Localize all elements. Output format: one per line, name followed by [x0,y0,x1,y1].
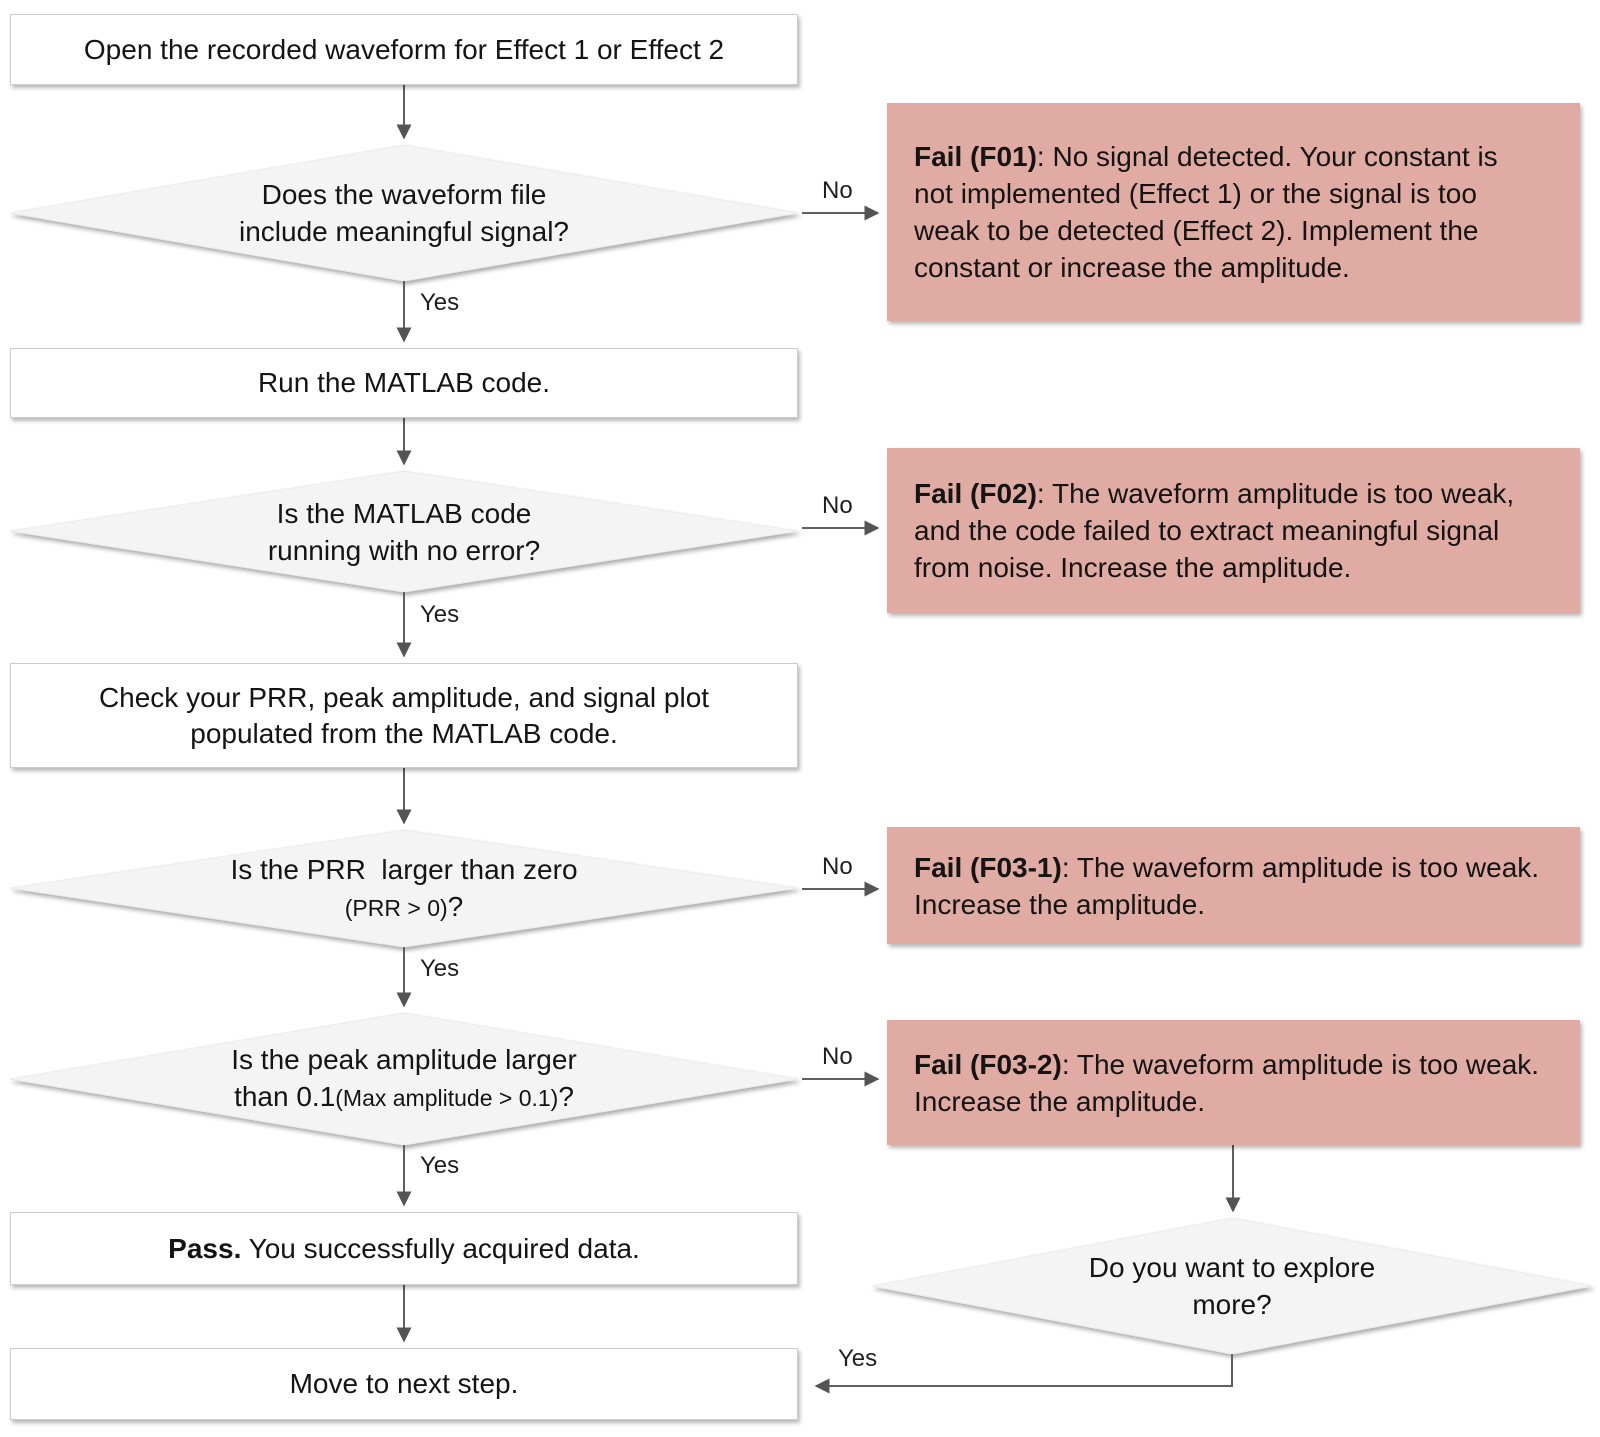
decision-explore-line1: Do you want to explore [1088,1252,1376,1283]
fail-box-f02-code: Fail (F02) [914,478,1037,509]
fail-box-f03-1-message: : The waveform amplitude is too weak. In… [914,851,1540,920]
decision-prr-line2: (PRR > 0)? [345,888,463,927]
decision-prr-qmark: ? [447,890,464,922]
decision-peak-qmark: ? [558,1081,574,1112]
edge-label-yes-prr: Yes [420,955,460,982]
fail-box-f03-1: Fail (F03-1): The waveform amplitude is … [887,827,1580,944]
decision-error-line2: running with no error? [267,534,541,566]
decision-prr-condition: (PRR > 0) [344,894,448,921]
decision-prr-line1: Is the PRR larger than zero [230,853,578,885]
node-start: Open the recorded waveform for Effect 1 … [10,14,798,85]
edge-label-no-error: No [822,492,853,519]
fail-box-f03-2-message: : The waveform amplitude is too weak. In… [914,1048,1540,1117]
node-move-next-label: Move to next step. [289,1368,519,1399]
edge-label-no-signal: No [822,177,853,204]
decision-explore-text: Do you want to explore more? [872,1218,1592,1354]
node-check-outputs: Check your PRR, peak amplitude, and sign… [10,663,798,768]
edge-label-no-peak: No [822,1043,853,1070]
decision-error-text: Is the MATLAB code running with no error… [10,471,798,592]
fail-box-f01-code: Fail (F01) [914,141,1037,172]
node-pass: Pass. You successfully acquired data. [10,1212,798,1285]
fail-box-f02-message: : The waveform amplitude is too weak, an… [914,478,1515,583]
decision-prr-text: Is the PRR larger than zero (PRR > 0)? [10,830,798,947]
fail-box-f01: Fail (F01): No signal detected. Your con… [887,103,1580,321]
node-check-outputs-line1: Check your PRR, peak amplitude, and sign… [98,681,710,713]
decision-peak-text: Is the peak amplitude larger than 0.1(Ma… [10,1013,798,1145]
edge-label-no-prr: No [822,853,853,880]
decision-peak-line1: Is the peak amplitude larger [231,1044,577,1075]
fail-box-f03-2-text: Fail (F03-2): The waveform amplitude is … [914,1046,1544,1120]
decision-peak-line2: than 0.1(Max amplitude > 0.1)? [234,1078,574,1117]
node-pass-label: Pass. You successfully acquired data. [168,1231,640,1267]
node-pass-bold: Pass. [168,1232,242,1264]
edge-label-yes-explore: Yes [838,1345,878,1372]
edge-label-yes-error: Yes [420,601,460,628]
edge-label-yes-signal: Yes [420,289,460,316]
decision-signal-line1: Does the waveform file [261,179,547,210]
edge-explore-yes-to-move [814,1354,1233,1394]
fail-box-f02-text: Fail (F02): The waveform amplitude is to… [914,475,1544,586]
decision-signal-line2: include meaningful signal? [239,216,569,247]
node-check-outputs-line2: populated from the MATLAB code. [190,717,618,749]
fail-box-f03-1-text: Fail (F03-1): The waveform amplitude is … [914,849,1544,923]
decision-peak-line2-prefix: than 0.1 [234,1081,336,1112]
node-pass-rest: You successfully acquired data. [241,1232,640,1264]
fail-box-f03-1-code: Fail (F03-1) [914,851,1062,883]
decision-peak-condition: (Max amplitude > 0.1) [335,1085,559,1111]
decision-error-line1: Is the MATLAB code [276,497,532,529]
node-run-matlab-label: Run the MATLAB code. [257,367,551,398]
decision-signal-text: Does the waveform file include meaningfu… [10,145,798,281]
node-start-label: Open the recorded waveform for Effect 1 … [83,33,725,65]
fail-box-f02: Fail (F02): The waveform amplitude is to… [887,448,1580,613]
fail-box-f03-2: Fail (F03-2): The waveform amplitude is … [887,1020,1580,1145]
edge-label-yes-peak: Yes [420,1152,460,1179]
node-run-matlab: Run the MATLAB code. [10,348,798,418]
fail-box-f01-text: Fail (F01): No signal detected. Your con… [914,138,1544,286]
fail-box-f01-message: : No signal detected. Your constant is n… [914,141,1498,283]
fail-box-f03-2-code: Fail (F03-2) [914,1048,1062,1080]
node-move-next: Move to next step. [10,1348,798,1420]
decision-explore-line2: more? [1192,1289,1272,1320]
